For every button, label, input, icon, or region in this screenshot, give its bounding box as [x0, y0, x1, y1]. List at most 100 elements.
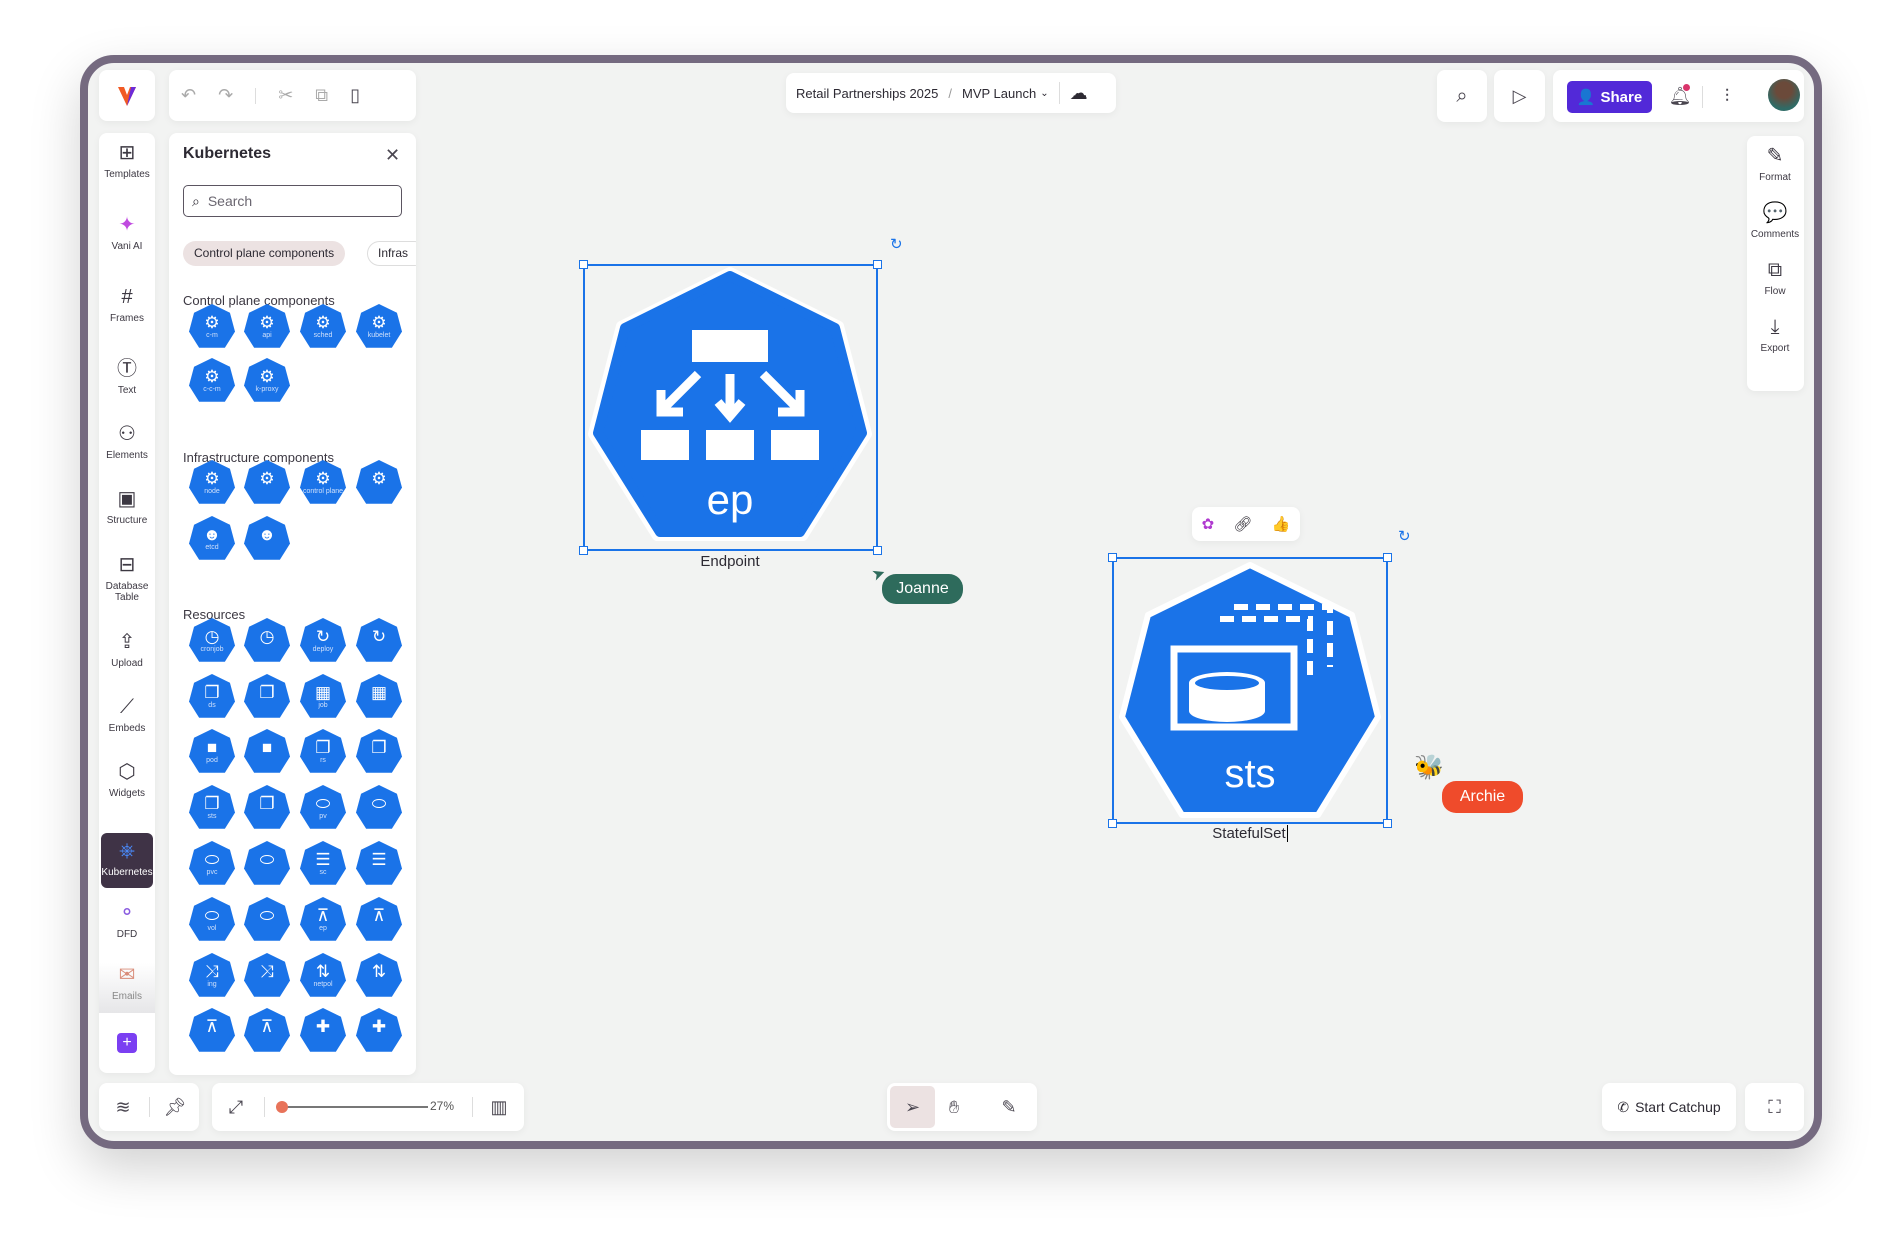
k8s-icon-c-m[interactable]: ⚙c-m	[189, 304, 235, 348]
sidebar-item-frames[interactable]: #Frames	[99, 285, 155, 324]
k8s-icon-item[interactable]: ◷	[244, 618, 290, 662]
sidebar-item-templates[interactable]: ⊞Templates	[99, 141, 155, 180]
right-panel-flow[interactable]: ⧉Flow	[1747, 258, 1803, 297]
k8s-icon-deploy[interactable]: ↻deploy	[300, 618, 346, 662]
k8s-icon-etcd[interactable]: ☻etcd	[189, 516, 235, 560]
minimap-icon[interactable]: ▥	[490, 1096, 508, 1117]
layers-icon[interactable]: ≋	[115, 1096, 131, 1117]
k8s-icon-item[interactable]: ⬭	[244, 841, 290, 885]
undo-icon[interactable]: ↶	[181, 85, 197, 105]
fit-screen-icon[interactable]: ⤢	[228, 1096, 244, 1117]
k8s-icon-pod[interactable]: ■pod	[189, 729, 235, 773]
resize-handle[interactable]	[1383, 819, 1392, 828]
chip-control-plane[interactable]: Control plane components	[183, 241, 346, 266]
right-panel-comments[interactable]: 💬Comments	[1747, 201, 1803, 240]
statefulset-shape[interactable]: sts	[1112, 557, 1388, 824]
k8s-icon-item[interactable]: ⇅	[356, 953, 402, 997]
start-catchup-button[interactable]: ✆Start Catchup	[1602, 1083, 1736, 1131]
chevron-down-icon[interactable]: ⌄	[1040, 87, 1049, 99]
k8s-icon-item[interactable]: ⬭	[244, 897, 290, 941]
chip-infrastructure[interactable]: Infras	[367, 241, 416, 266]
k8s-icon-ds[interactable]: ❐ds	[189, 674, 235, 718]
resize-handle[interactable]	[1108, 553, 1117, 562]
k8s-icon-item[interactable]: ⚙	[244, 460, 290, 504]
k8s-icon-item[interactable]: ❐	[244, 785, 290, 829]
k8s-icon-item[interactable]: ⊼	[356, 897, 402, 941]
search-button[interactable]: ⌕	[1437, 70, 1487, 122]
k8s-icon-rs[interactable]: ❐rs	[300, 729, 346, 773]
k8s-icon-node[interactable]: ⚙node	[189, 460, 235, 504]
hand-tool-icon[interactable]: ✋︎	[948, 1096, 960, 1117]
add-reaction-icon[interactable]: ✿	[1201, 516, 1215, 533]
sidebar-item-upload[interactable]: ⇪Upload	[99, 630, 155, 669]
k8s-icon-netpol[interactable]: ⇅netpol	[300, 953, 346, 997]
resize-handle[interactable]	[1383, 553, 1392, 562]
k8s-icon-c-c-m[interactable]: ⚙c-c-m	[189, 358, 235, 402]
sidebar-item-widgets[interactable]: ⬡Widgets	[99, 760, 155, 799]
statefulset-label[interactable]: StatefulSet	[1190, 825, 1310, 842]
k8s-icon-item[interactable]: ▦	[356, 674, 402, 718]
resize-handle[interactable]	[873, 546, 882, 555]
k8s-icon-k-proxy[interactable]: ⚙k-proxy	[244, 358, 290, 402]
present-button[interactable]: ▷	[1494, 70, 1545, 122]
k8s-icon-pvc[interactable]: ⬭pvc	[189, 841, 235, 885]
k8s-icon-item[interactable]: ✚	[356, 1008, 402, 1052]
pin-icon[interactable]: 📌︎	[163, 1096, 187, 1117]
k8s-icon-item[interactable]: ⤨	[244, 953, 290, 997]
k8s-icon-item[interactable]: ❐	[244, 674, 290, 718]
cut-icon[interactable]: ✂	[278, 85, 294, 105]
resize-handle[interactable]	[579, 260, 588, 269]
sidebar-item-structure[interactable]: ▣Structure	[99, 487, 155, 526]
endpoint-label[interactable]: Endpoint	[700, 553, 760, 570]
resize-handle[interactable]	[579, 546, 588, 555]
paste-icon[interactable]: ▯	[350, 85, 361, 105]
k8s-icon-item[interactable]: ☰	[356, 841, 402, 885]
k8s-icon-item[interactable]: ☻	[244, 516, 290, 560]
thumbs-up-icon[interactable]: 👍	[1271, 516, 1291, 533]
k8s-icon-sts[interactable]: ❐sts	[189, 785, 235, 829]
resize-handle[interactable]	[873, 260, 882, 269]
select-tool-icon[interactable]: ➢	[890, 1086, 935, 1128]
k8s-icon-item[interactable]: ❐	[356, 729, 402, 773]
zoom-slider-thumb[interactable]	[276, 1101, 288, 1113]
sidebar-item-embeds[interactable]: ⟋Embeds	[99, 695, 155, 734]
sidebar-item-elements[interactable]: ⚇Elements	[99, 422, 155, 461]
k8s-icon-item[interactable]: ⚙	[356, 460, 402, 504]
k8s-icon-api[interactable]: ⚙api	[244, 304, 290, 348]
rotate-handle-icon[interactable]: ↻	[1398, 528, 1411, 545]
sidebar-item-vani-ai[interactable]: ✦Vani AI	[99, 213, 155, 252]
close-icon[interactable]: ✕	[385, 145, 401, 165]
k8s-icon-pv[interactable]: ⬭pv	[300, 785, 346, 829]
k8s-icon-item[interactable]: ■	[244, 729, 290, 773]
k8s-icon-item[interactable]: ↻	[356, 618, 402, 662]
k8s-icon-kubelet[interactable]: ⚙kubelet	[356, 304, 402, 348]
search-input[interactable]: ⌕ Search	[183, 185, 402, 217]
resize-handle[interactable]	[1108, 819, 1117, 828]
focus-mode-button[interactable]: ⛶	[1745, 1083, 1804, 1131]
k8s-icon-ep[interactable]: ⊼ep	[300, 897, 346, 941]
k8s-icon-cronjob[interactable]: ◷cronjob	[189, 618, 235, 662]
add-plugin-button[interactable]: +	[117, 1033, 137, 1053]
sidebar-item-dfd[interactable]: ⚬DFD	[99, 901, 155, 940]
k8s-icon-vol[interactable]: ⬭vol	[189, 897, 235, 941]
right-panel-format[interactable]: ✎Format	[1747, 144, 1803, 183]
k8s-icon-sched[interactable]: ⚙sched	[300, 304, 346, 348]
settings-sliders-icon[interactable]: ⫶	[1724, 85, 1730, 106]
pen-tool-icon[interactable]: ✎	[1001, 1096, 1017, 1117]
k8s-icon-sc[interactable]: ☰sc	[300, 841, 346, 885]
k8s-icon-item[interactable]: ⊼	[244, 1008, 290, 1052]
notifications-button[interactable]: 🔔︎	[1668, 84, 1692, 108]
sidebar-item-emails[interactable]: ✉Emails	[99, 963, 155, 1013]
share-button[interactable]: 👤Share	[1567, 81, 1652, 113]
k8s-icon-item[interactable]: ✚	[300, 1008, 346, 1052]
endpoint-shape[interactable]: ep	[583, 264, 878, 551]
k8s-icon-item[interactable]: ⬭	[356, 785, 402, 829]
breadcrumb-page[interactable]: MVP Launch	[961, 85, 1037, 101]
zoom-slider[interactable]	[278, 1106, 428, 1108]
k8s-icon-ing[interactable]: ⤨ing	[189, 953, 235, 997]
link-icon[interactable]: 🔗︎	[1233, 516, 1253, 533]
sidebar-item-kubernetes[interactable]: ⎈Kubernetes	[101, 833, 153, 888]
k8s-icon-control-plane[interactable]: ⚙control plane	[300, 460, 346, 504]
sidebar-item-database-table[interactable]: ⊟Database Table	[99, 553, 155, 603]
